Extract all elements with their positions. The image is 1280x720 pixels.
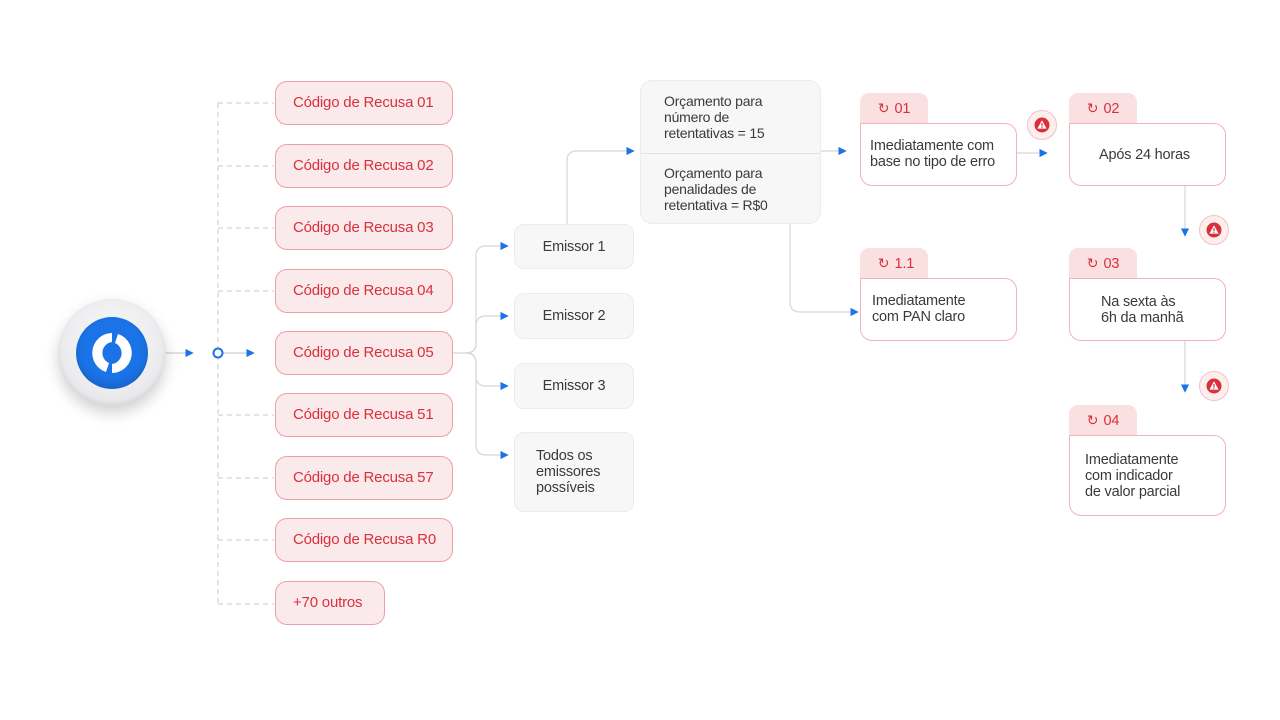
step-01-tab: ↺01 — [860, 93, 928, 127]
step-04-label: 04 — [1103, 413, 1120, 429]
refusal-code-r0: Código de Recusa R0 — [275, 518, 453, 562]
step-1-1-label: 1.1 — [894, 256, 915, 272]
step-01-label: 01 — [894, 101, 911, 117]
retry-icon: ↺ — [1087, 100, 1099, 116]
refusal-code-51: Código de Recusa 51 — [275, 393, 453, 437]
issuer-1: Emissor 1 — [514, 224, 634, 269]
refusal-code-57: Código de Recusa 57 — [275, 456, 453, 500]
warning-icon — [1027, 110, 1057, 140]
issuer-all: Todos os emissores possíveis — [514, 432, 634, 512]
retry-icon: ↺ — [878, 255, 890, 271]
refusal-code-04: Código de Recusa 04 — [275, 269, 453, 313]
step-03-box: Na sexta às 6h da manhã — [1069, 278, 1226, 341]
refusal-code-others: +70 outros — [275, 581, 385, 625]
retry-icon: ↺ — [1087, 255, 1099, 271]
step-01-box: Imediatamente com base no tipo de erro — [860, 123, 1017, 186]
step-02-box: Após 24 horas — [1069, 123, 1226, 186]
issuer-3: Emissor 3 — [514, 363, 634, 409]
budget-divider — [641, 153, 820, 154]
step-02-tab: ↺02 — [1069, 93, 1137, 127]
warning-icon — [1199, 371, 1229, 401]
refusal-code-02: Código de Recusa 02 — [275, 144, 453, 188]
retry-icon: ↺ — [1087, 412, 1099, 428]
step-03-label: 03 — [1103, 256, 1120, 272]
retry-count-budget: Orçamento para número de retentativas = … — [664, 93, 765, 141]
step-04-box: Imediatamente com indicador de valor par… — [1069, 435, 1226, 516]
step-1-1-box: Imediatamente com PAN claro — [860, 278, 1017, 341]
issuer-2: Emissor 2 — [514, 293, 634, 339]
step-02-label: 02 — [1103, 101, 1120, 117]
step-1-1-tab: ↺1.1 — [860, 248, 928, 282]
retry-icon: ↺ — [878, 100, 890, 116]
refusal-code-01: Código de Recusa 01 — [275, 81, 453, 125]
refusal-code-05: Código de Recusa 05 — [275, 331, 453, 375]
step-03-tab: ↺03 — [1069, 248, 1137, 282]
warning-icon — [1199, 215, 1229, 245]
step-04-tab: ↺04 — [1069, 405, 1137, 439]
sync-logo — [58, 299, 166, 407]
refusal-code-03: Código de Recusa 03 — [275, 206, 453, 250]
hub-node — [212, 347, 224, 359]
retry-penalty-budget: Orçamento para penalidades de retentativ… — [664, 165, 768, 213]
retry-budget-box: Orçamento para número de retentativas = … — [640, 80, 821, 224]
sync-logo-icon — [92, 333, 132, 373]
